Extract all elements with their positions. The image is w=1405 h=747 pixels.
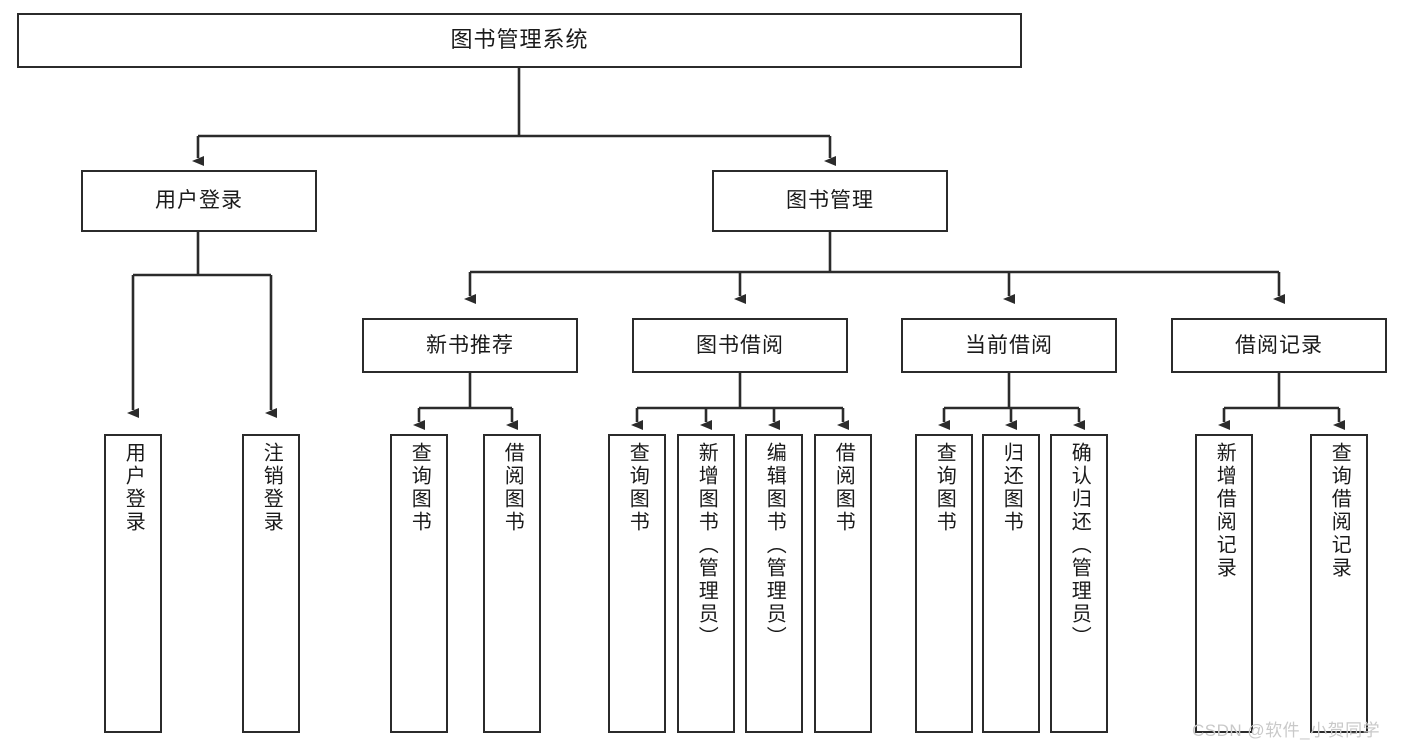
leaf-borrow-record-1[interactable]: 新增借阅记录 (1195, 434, 1253, 733)
node-new-book-recommend-label: 新书推荐 (426, 333, 514, 357)
leaf-current-borrow-3[interactable]: 确认归还（管理员） (1050, 434, 1108, 733)
leaf-new-book-2[interactable]: 借阅图书 (483, 434, 541, 733)
leaf-new-book-1[interactable]: 查询图书 (390, 434, 448, 733)
node-book-manage[interactable]: 图书管理 (712, 170, 948, 232)
node-borrow-record-label: 借阅记录 (1235, 333, 1323, 357)
leaf-label: 借阅图书 (501, 442, 524, 534)
node-user-login[interactable]: 用户登录 (81, 170, 317, 232)
leaf-label: 编辑图书（管理员） (763, 442, 786, 649)
leaf-label: 注销登录 (260, 442, 283, 534)
leaf-label: 新增图书（管理员） (695, 442, 718, 649)
node-new-book-recommend[interactable]: 新书推荐 (362, 318, 578, 373)
leaf-user-login-2[interactable]: 注销登录 (242, 434, 300, 733)
node-user-login-label: 用户登录 (155, 189, 243, 213)
leaf-user-login-1[interactable]: 用户登录 (104, 434, 162, 733)
leaf-book-borrow-1[interactable]: 查询图书 (608, 434, 666, 733)
leaf-label: 查询借阅记录 (1328, 442, 1351, 580)
node-current-borrow-label: 当前借阅 (965, 333, 1053, 357)
node-book-borrow[interactable]: 图书借阅 (632, 318, 848, 373)
node-root[interactable]: 图书管理系统 (17, 13, 1022, 68)
leaf-label: 查询图书 (408, 442, 431, 534)
leaf-book-borrow-3[interactable]: 编辑图书（管理员） (745, 434, 803, 733)
leaf-current-borrow-1[interactable]: 查询图书 (915, 434, 973, 733)
watermark-text: CSDN @软件_小贺同学 (1192, 721, 1381, 740)
node-book-borrow-label: 图书借阅 (696, 333, 784, 357)
leaf-label: 借阅图书 (832, 442, 855, 534)
leaf-book-borrow-4[interactable]: 借阅图书 (814, 434, 872, 733)
node-current-borrow[interactable]: 当前借阅 (901, 318, 1117, 373)
leaf-label: 归还图书 (1000, 442, 1023, 534)
leaf-label: 确认归还（管理员） (1068, 442, 1091, 649)
leaf-label: 查询图书 (626, 442, 649, 534)
leaf-label: 查询图书 (933, 442, 956, 534)
leaf-label: 新增借阅记录 (1213, 442, 1236, 580)
node-borrow-record[interactable]: 借阅记录 (1171, 318, 1387, 373)
leaf-current-borrow-2[interactable]: 归还图书 (982, 434, 1040, 733)
leaf-book-borrow-2[interactable]: 新增图书（管理员） (677, 434, 735, 733)
leaf-label: 用户登录 (122, 442, 145, 534)
leaf-borrow-record-2[interactable]: 查询借阅记录 (1310, 434, 1368, 733)
node-book-manage-label: 图书管理 (786, 189, 874, 213)
node-root-label: 图书管理系统 (450, 27, 589, 53)
